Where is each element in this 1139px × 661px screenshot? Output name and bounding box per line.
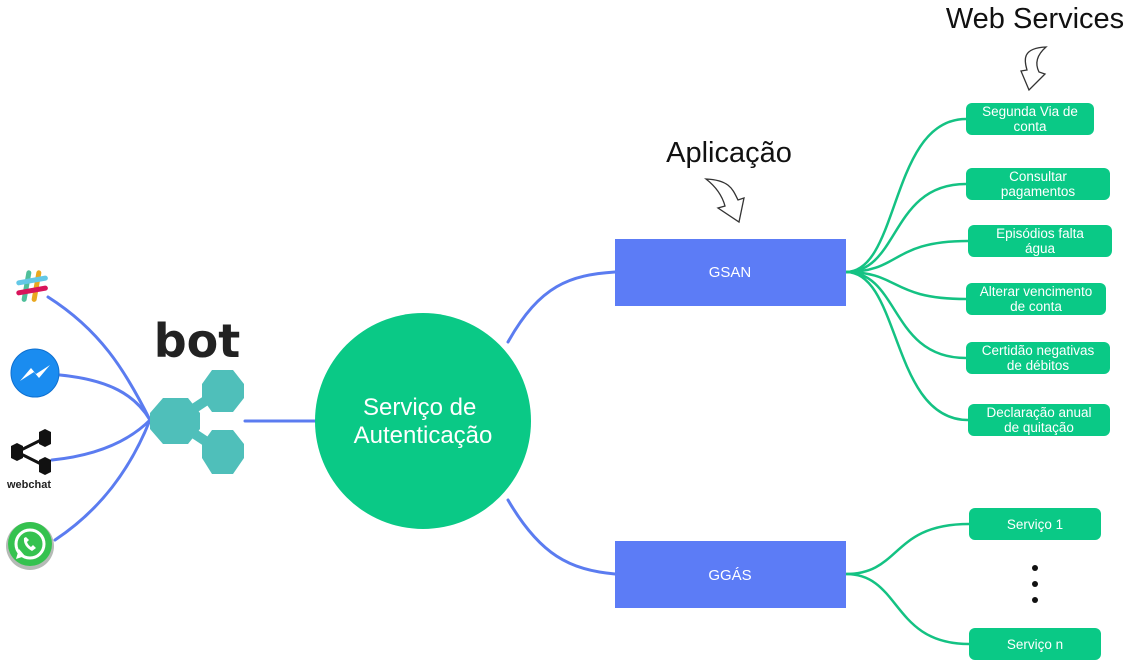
connector-auth-gsan — [506, 270, 617, 344]
service-pill[interactable]: Serviço n — [969, 628, 1101, 660]
curved-arrow-icon — [703, 178, 745, 224]
ggas-box — [615, 541, 846, 608]
auth-service-circle — [315, 313, 531, 529]
aplicacao-annotation: Aplicação — [666, 137, 792, 169]
auth-service-label: Serviço de Autenticação — [354, 394, 493, 449]
service-pill-bg — [969, 628, 1101, 660]
service-pill-bg — [966, 168, 1110, 200]
connector-whatsapp-bot — [53, 418, 152, 542]
connector-gsan-service — [844, 270, 970, 422]
service-pill[interactable]: Serviço 1 — [969, 508, 1101, 540]
webchat-icon — [11, 429, 51, 475]
service-pill-bg — [966, 342, 1110, 374]
bot-label: bot — [154, 314, 241, 368]
gsan-box — [615, 239, 846, 306]
service-pill-bg — [966, 283, 1106, 315]
connector-webchat-bot — [50, 418, 152, 462]
connector-auth-ggas — [506, 498, 617, 576]
connector-messenger-bot — [58, 373, 152, 422]
whatsapp-icon — [6, 522, 54, 570]
connector-gsan-service — [844, 117, 968, 274]
connector-gsan-service — [844, 270, 968, 301]
connector-gsan-service — [844, 270, 968, 360]
curved-arrow-icon — [1020, 46, 1048, 92]
connector-gsan-service — [844, 239, 970, 274]
messenger-icon — [10, 348, 60, 398]
more-services-ellipsis — [1032, 565, 1038, 603]
ggas-label: GGÁS — [708, 567, 751, 584]
service-pill-bg — [966, 103, 1094, 135]
gsan-label: GSAN — [709, 264, 752, 281]
connector-gsan-service — [844, 182, 968, 274]
service-pill-bg — [968, 404, 1110, 436]
service-pill-bg — [968, 225, 1112, 257]
connector-slack-bot — [46, 295, 152, 422]
connector-ggás-service — [844, 572, 971, 646]
bot-share-icon — [150, 370, 244, 474]
connector-ggás-service — [844, 522, 971, 576]
service-pill-bg — [969, 508, 1101, 540]
webchat-label: webchat — [6, 479, 51, 491]
service-pill-label: Serviço n — [1007, 637, 1063, 652]
service-pill-label: Serviço 1 — [1007, 517, 1063, 532]
web-services-annotation: Web Services — [946, 3, 1124, 35]
slack-icon — [16, 270, 48, 302]
